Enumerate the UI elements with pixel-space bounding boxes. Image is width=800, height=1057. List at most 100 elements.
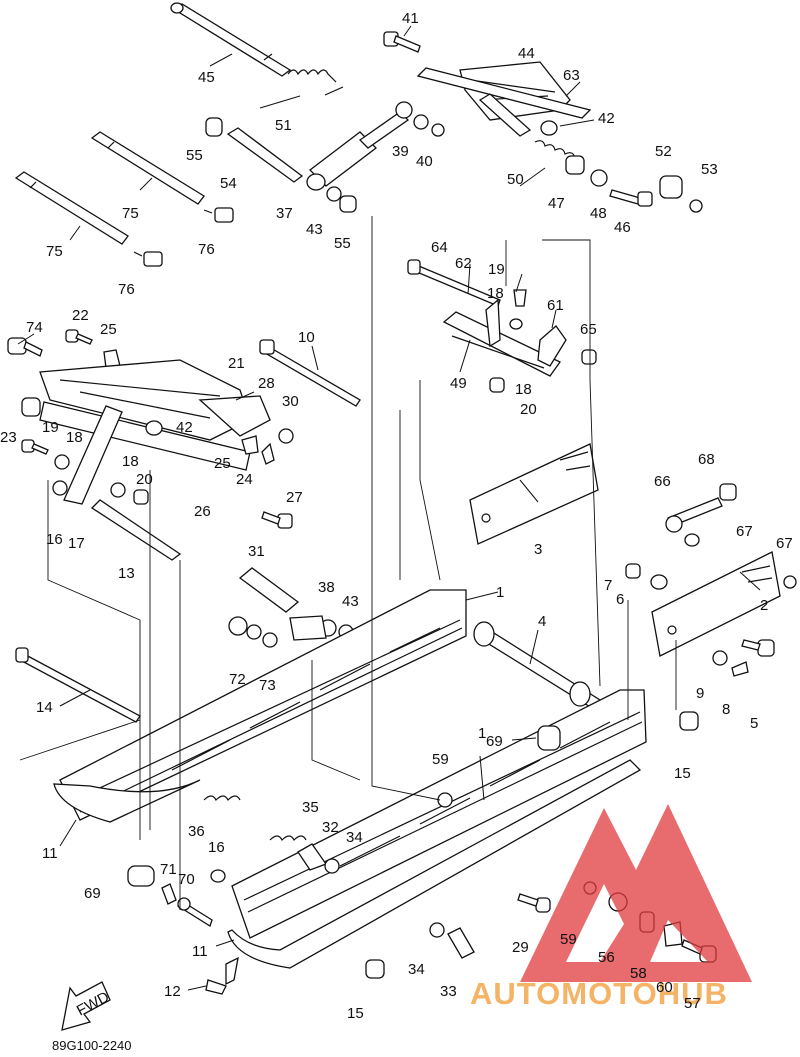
bolt-76b — [133, 251, 163, 267]
callout-42b: 42 — [176, 419, 193, 436]
bolt-5 — [741, 639, 775, 657]
callout-46: 46 — [614, 219, 631, 236]
washer-18-upper — [509, 318, 523, 330]
callout-18a: 18 — [487, 285, 504, 302]
callout-63: 63 — [563, 67, 580, 84]
callout-25a: 25 — [100, 321, 117, 338]
callout-40: 40 — [416, 153, 433, 170]
collar-42-mid — [145, 420, 163, 436]
callout-43b: 43 — [342, 593, 359, 610]
bolt-22 — [65, 329, 93, 345]
bushing-69-left — [127, 865, 155, 887]
callout-41: 41 — [402, 10, 419, 27]
bolt-14 — [15, 647, 141, 723]
spacer-66 — [665, 497, 723, 533]
callout-11b: 11 — [192, 943, 208, 960]
callout-14: 14 — [36, 699, 53, 716]
callout-9: 9 — [696, 685, 704, 702]
collar-42-top — [540, 120, 558, 136]
callout-12: 12 — [164, 983, 181, 1000]
nut-7 — [625, 563, 641, 579]
watermark-logo — [520, 804, 752, 982]
washer-39 — [413, 114, 429, 130]
washer-6 — [650, 574, 668, 590]
callout-27: 27 — [286, 489, 303, 506]
shaft-33 — [447, 927, 475, 959]
runner-11-lower — [227, 759, 642, 969]
callout-68: 68 — [698, 451, 715, 468]
callout-17: 17 — [68, 535, 85, 552]
bushing-55-mid — [339, 195, 357, 213]
cap-23 — [21, 397, 41, 417]
callout-25b: 25 — [214, 455, 231, 472]
collar-34-lower — [429, 922, 445, 938]
callout-labels: 4551414463425554394050525375753743554748… — [0, 10, 793, 1022]
callout-74: 74 — [26, 319, 43, 336]
callout-23: 23 — [0, 429, 17, 446]
callout-64: 64 — [431, 239, 448, 256]
callout-47: 47 — [548, 195, 565, 212]
bolt-46 — [609, 189, 653, 207]
callout-36: 36 — [188, 823, 205, 840]
screw-12 — [205, 956, 239, 995]
callout-56: 56 — [598, 949, 615, 966]
callout-55a: 55 — [186, 147, 203, 164]
callout-20b: 20 — [136, 471, 153, 488]
spring-51 — [259, 69, 344, 109]
callout-4: 4 — [538, 613, 546, 630]
callout-60: 60 — [656, 979, 673, 996]
rail-1-upper — [59, 589, 467, 821]
callout-33: 33 — [440, 983, 457, 1000]
callout-15a: 15 — [674, 765, 691, 782]
collar-73 — [262, 632, 278, 648]
callout-29: 29 — [512, 939, 529, 956]
bushing-20-mid — [133, 489, 149, 505]
callout-3: 3 — [534, 541, 542, 558]
callout-57: 57 — [684, 995, 701, 1012]
callout-20a: 20 — [520, 401, 537, 418]
bushing-69-right — [537, 725, 561, 751]
washer-16-left — [52, 480, 68, 496]
callout-31: 31 — [248, 543, 265, 560]
callout-2: 2 — [760, 597, 768, 614]
callout-39: 39 — [392, 143, 409, 160]
washer-18-mid — [110, 482, 126, 498]
bolt-76a — [203, 207, 234, 223]
callout-76b: 76 — [118, 281, 135, 298]
callout-48: 48 — [590, 205, 607, 222]
callout-22: 22 — [72, 307, 89, 324]
bolt-68 — [719, 483, 737, 501]
callout-34b: 34 — [408, 961, 425, 978]
callout-42a: 42 — [598, 110, 615, 127]
callout-19a: 19 — [488, 261, 505, 278]
callout-26: 26 — [194, 503, 211, 520]
collar-40 — [431, 123, 445, 137]
callout-43a: 43 — [306, 221, 323, 238]
front-arm-21 — [39, 359, 271, 441]
bushing-47 — [565, 155, 585, 175]
diagram-code: 89G100-2240 — [52, 1038, 132, 1053]
watermark: AUTOMOTOHUB — [470, 804, 752, 1011]
callout-49: 49 — [450, 375, 467, 392]
callout-37: 37 — [276, 205, 293, 222]
callout-51: 51 — [275, 117, 292, 134]
callout-67a: 67 — [736, 523, 753, 540]
callout-73: 73 — [259, 677, 276, 694]
runner-11-upper — [53, 779, 201, 823]
bushing-55-top — [205, 117, 223, 137]
callout-18b: 18 — [515, 381, 532, 398]
washer-18-left — [54, 454, 70, 470]
washer-9 — [712, 650, 728, 666]
callout-55b: 55 — [334, 235, 351, 252]
bolt-29 — [517, 893, 551, 913]
callout-76a: 76 — [198, 241, 215, 258]
callout-18c: 18 — [66, 429, 83, 446]
pin-71 — [161, 883, 177, 905]
pin-70 — [177, 897, 213, 927]
washer-67-right — [783, 575, 797, 589]
leader-lines — [17, 25, 761, 991]
callout-16b: 16 — [208, 839, 225, 856]
callout-30: 30 — [282, 393, 299, 410]
callout-11a: 11 — [42, 845, 58, 862]
